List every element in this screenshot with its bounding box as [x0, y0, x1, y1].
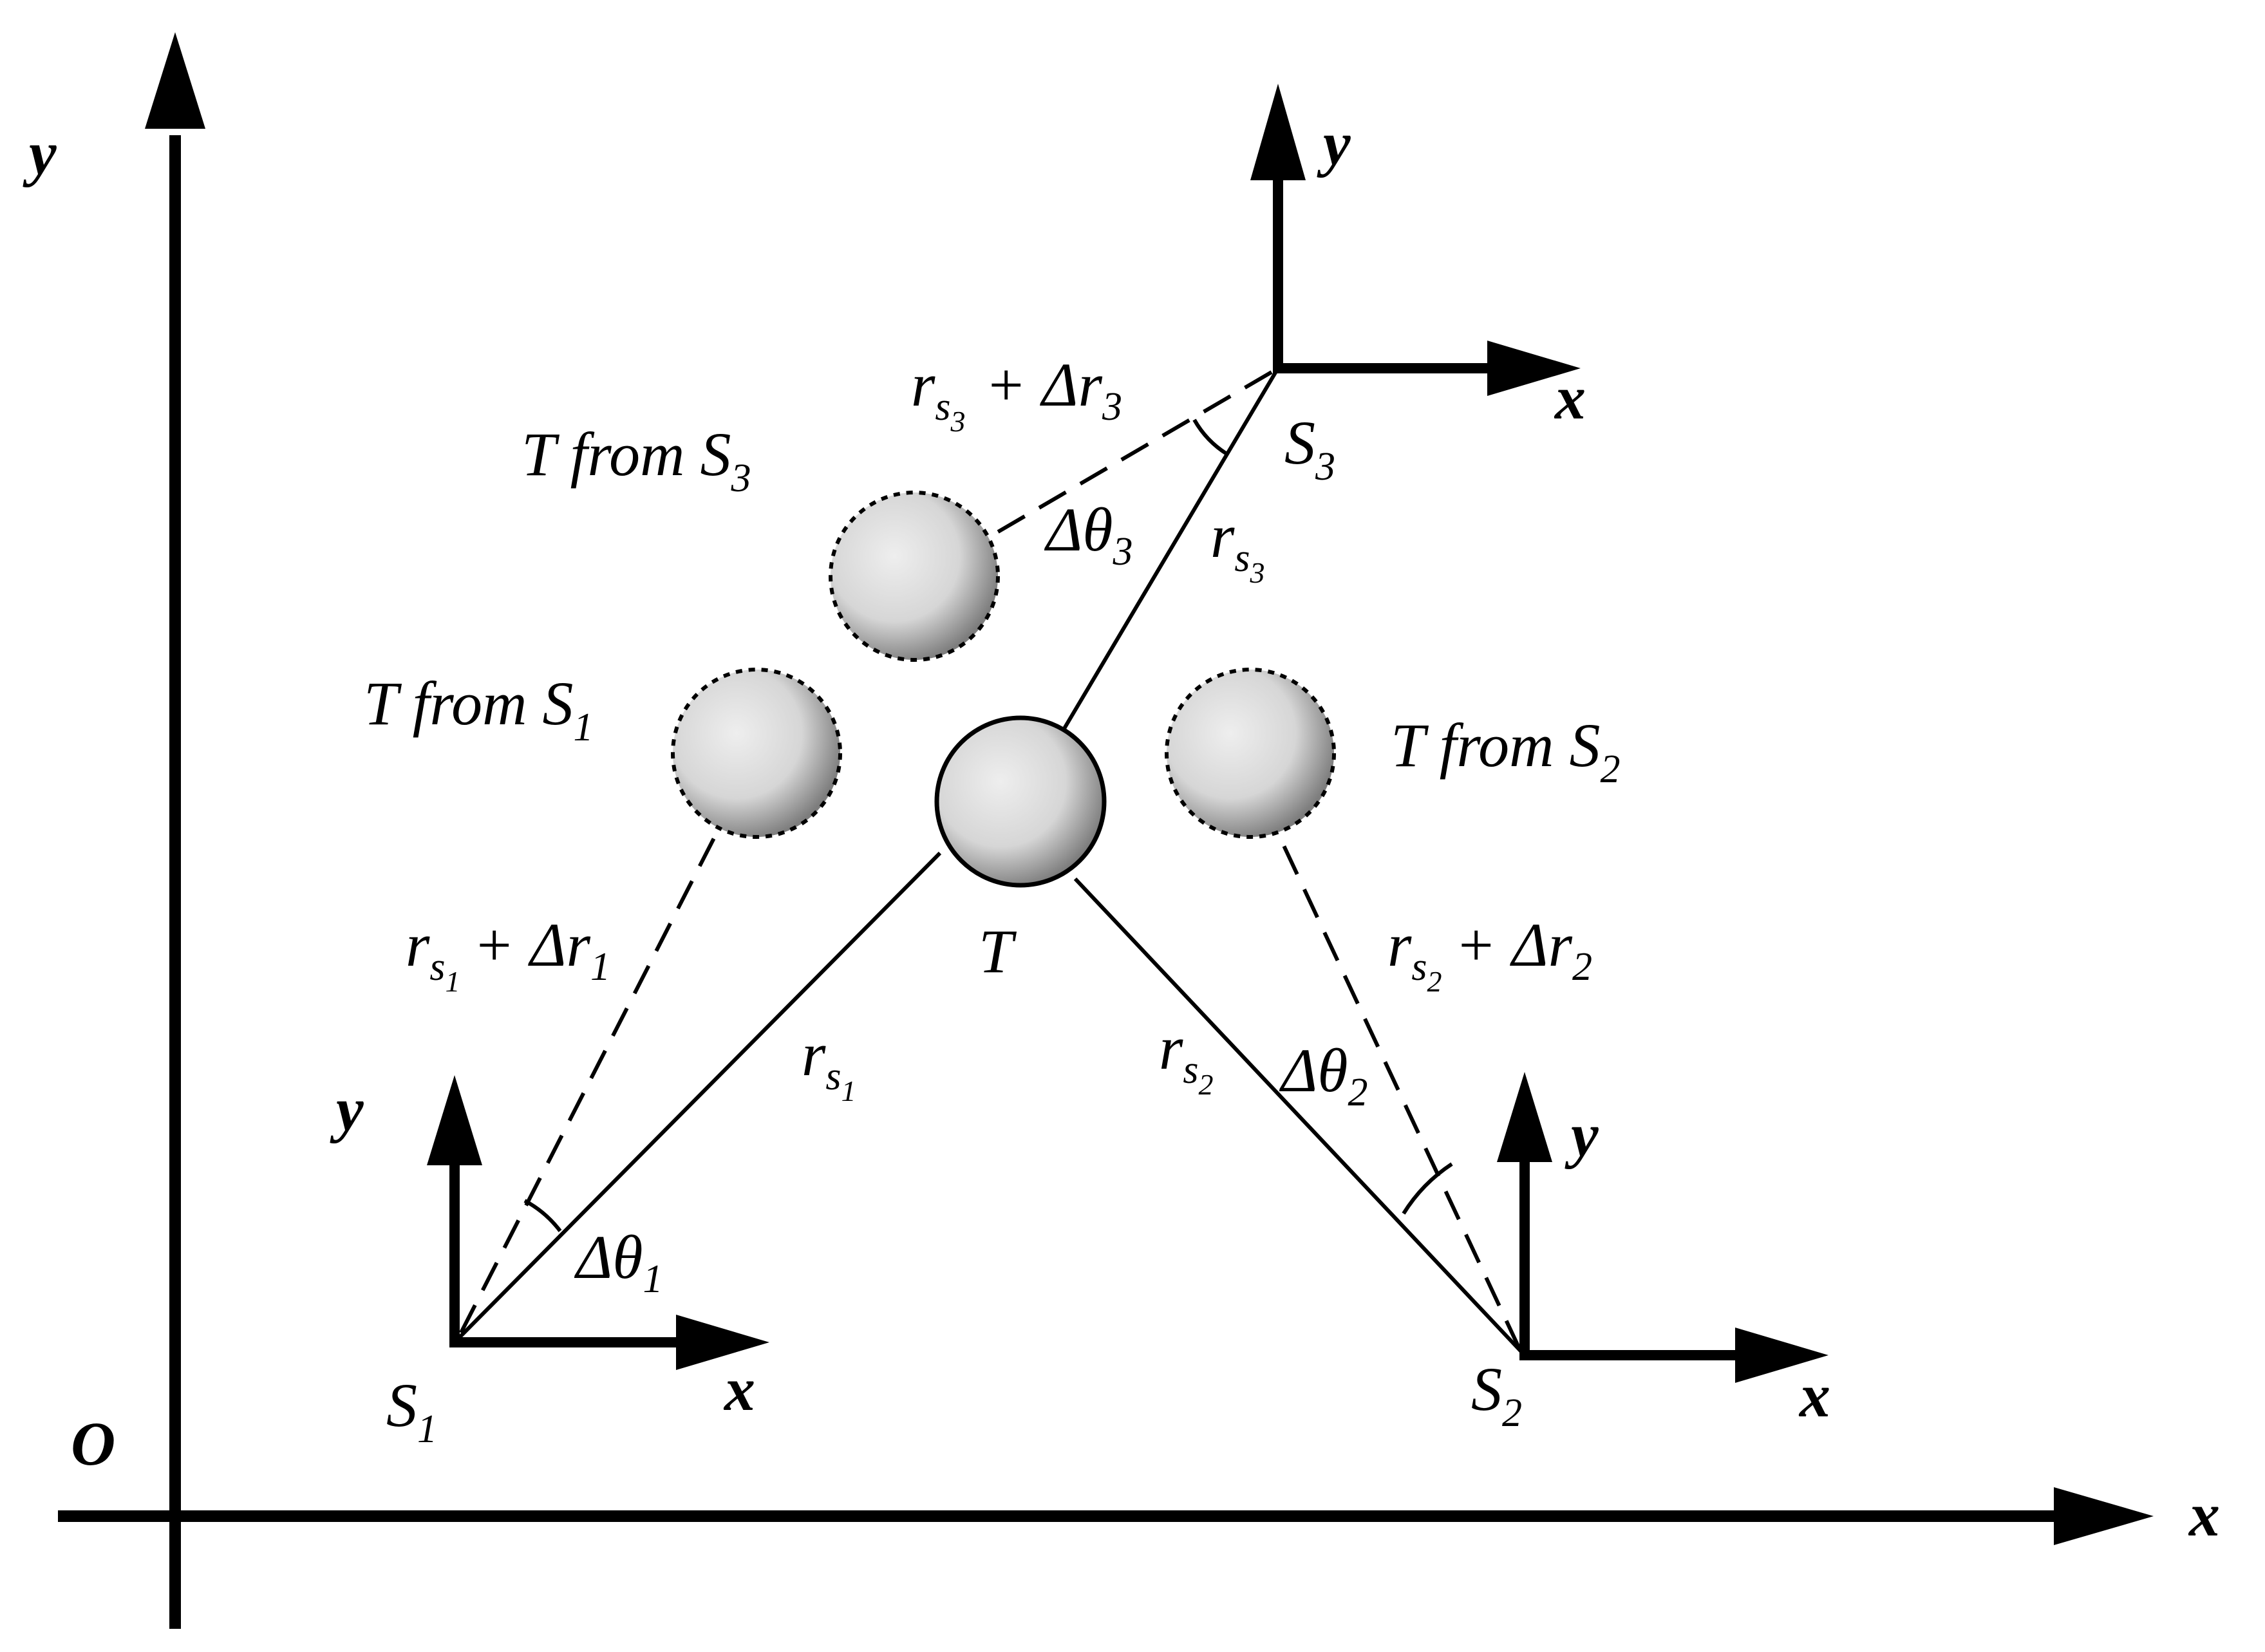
range-label-s2: rs2 — [1159, 1013, 1214, 1101]
s3-y-label: y — [1317, 109, 1351, 178]
error-line-s3 — [990, 370, 1273, 538]
global-y-label: y — [23, 118, 57, 187]
range-line-s1 — [453, 851, 942, 1344]
angle-label-s1: Δθ1 — [574, 1223, 663, 1301]
ghost-target-from-s1 — [671, 668, 842, 839]
s1-x-arrowhead — [676, 1315, 769, 1370]
range-label-s3: rs3 — [1210, 502, 1265, 589]
angle-arc-s3 — [1192, 418, 1229, 456]
target — [934, 715, 1107, 888]
angle-arcs — [523, 418, 1453, 1232]
s2-y-arrowhead — [1497, 1072, 1552, 1162]
s1-y-label: y — [330, 1075, 364, 1143]
s1-label: S1 — [386, 1371, 437, 1451]
s1-x-label: x — [723, 1355, 755, 1423]
s1-y-arrowhead — [427, 1075, 482, 1165]
error-label-s2: rs2+ Δr2 — [1387, 910, 1592, 998]
angle-label-s2: Δθ2 — [1279, 1036, 1368, 1114]
global-origin-label: O — [71, 1409, 115, 1478]
error-label-s1: rs1+ Δr1 — [406, 910, 610, 998]
range-lines — [453, 367, 1527, 1357]
s3-label: S3 — [1284, 408, 1335, 489]
range-line-s3 — [1057, 367, 1280, 738]
target-label: T — [979, 917, 1017, 986]
angle-arc-s2 — [1402, 1162, 1453, 1215]
angle-arc-s1 — [523, 1199, 562, 1232]
range-label-s1: rs1 — [802, 1020, 856, 1107]
ghost-target-from-s2 — [1165, 668, 1336, 839]
s2-label: S2 — [1471, 1355, 1522, 1435]
frame-s2: x y S2 — [1471, 1072, 1830, 1435]
frame-s3: x y S3 — [1250, 84, 1586, 489]
s2-x-arrowhead — [1735, 1328, 1828, 1383]
ghost-label-s3: T from S3 — [522, 420, 751, 500]
error-lines — [459, 370, 1521, 1350]
frame-s1: x y S1 — [330, 1075, 769, 1451]
ghost-target-from-s3 — [829, 491, 1000, 662]
s3-x-label: x — [1554, 363, 1586, 432]
s3-y-arrowhead — [1250, 84, 1306, 180]
ghost-label-s1: T from S1 — [364, 669, 593, 749]
global-x-label: x — [2188, 1480, 2220, 1549]
error-label-s3: rs3+ Δr3 — [911, 350, 1122, 438]
ghost-label-s2: T from S2 — [1391, 711, 1620, 791]
s3-x-arrowhead — [1487, 341, 1581, 396]
global-axes: O x y — [23, 32, 2220, 1629]
ghost-targets — [671, 491, 1336, 839]
global-x-arrowhead — [2054, 1487, 2154, 1545]
s2-y-label: y — [1565, 1100, 1599, 1169]
range-line-s2 — [1073, 877, 1527, 1357]
global-y-arrowhead — [145, 32, 205, 129]
angle-label-s3: Δθ3 — [1044, 495, 1133, 574]
s2-x-label: x — [1798, 1361, 1830, 1430]
